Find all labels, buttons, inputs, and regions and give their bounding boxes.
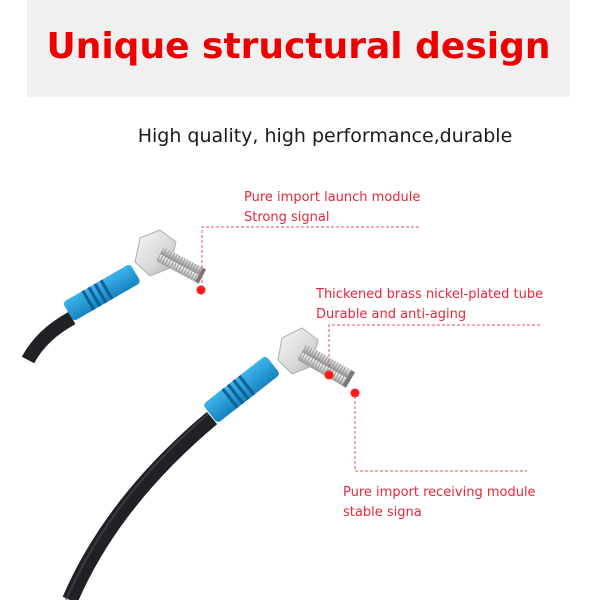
leader-lines [201, 226, 540, 472]
subtitle: High quality, high performance,durable [137, 125, 513, 147]
emitter-indicator-dot [196, 285, 206, 295]
receiver-indicator-dot [350, 388, 360, 398]
callout-receiver-line2: stable signa [343, 505, 422, 520]
callout-receiver: Pure import receiving module stable sign… [343, 483, 536, 523]
cable-2 [62, 411, 218, 600]
callout-emitter: Pure import launch module Strong signal [244, 188, 420, 228]
emitter-head [63, 229, 207, 321]
header-band [27, 0, 570, 97]
leader-line-3 [354, 396, 527, 472]
callout-emitter-line2: Strong signal [244, 210, 330, 225]
tube-indicator-dot [324, 370, 334, 380]
callout-tube-line2: Durable and anti-aging [316, 307, 467, 322]
page-title: Unique structural design [46, 26, 551, 67]
callout-tube: Thickened brass nickel-plated tube Durab… [316, 285, 543, 325]
cable-1 [21, 311, 76, 364]
leader-line-2 [328, 324, 540, 372]
receiver-head [204, 327, 360, 422]
leader-line-1 [201, 226, 420, 288]
callout-emitter-line1: Pure import launch module [244, 190, 421, 205]
callout-receiver-line1: Pure import receiving module [343, 485, 536, 500]
callout-tube-line1: Thickened brass nickel-plated tube [316, 287, 544, 302]
